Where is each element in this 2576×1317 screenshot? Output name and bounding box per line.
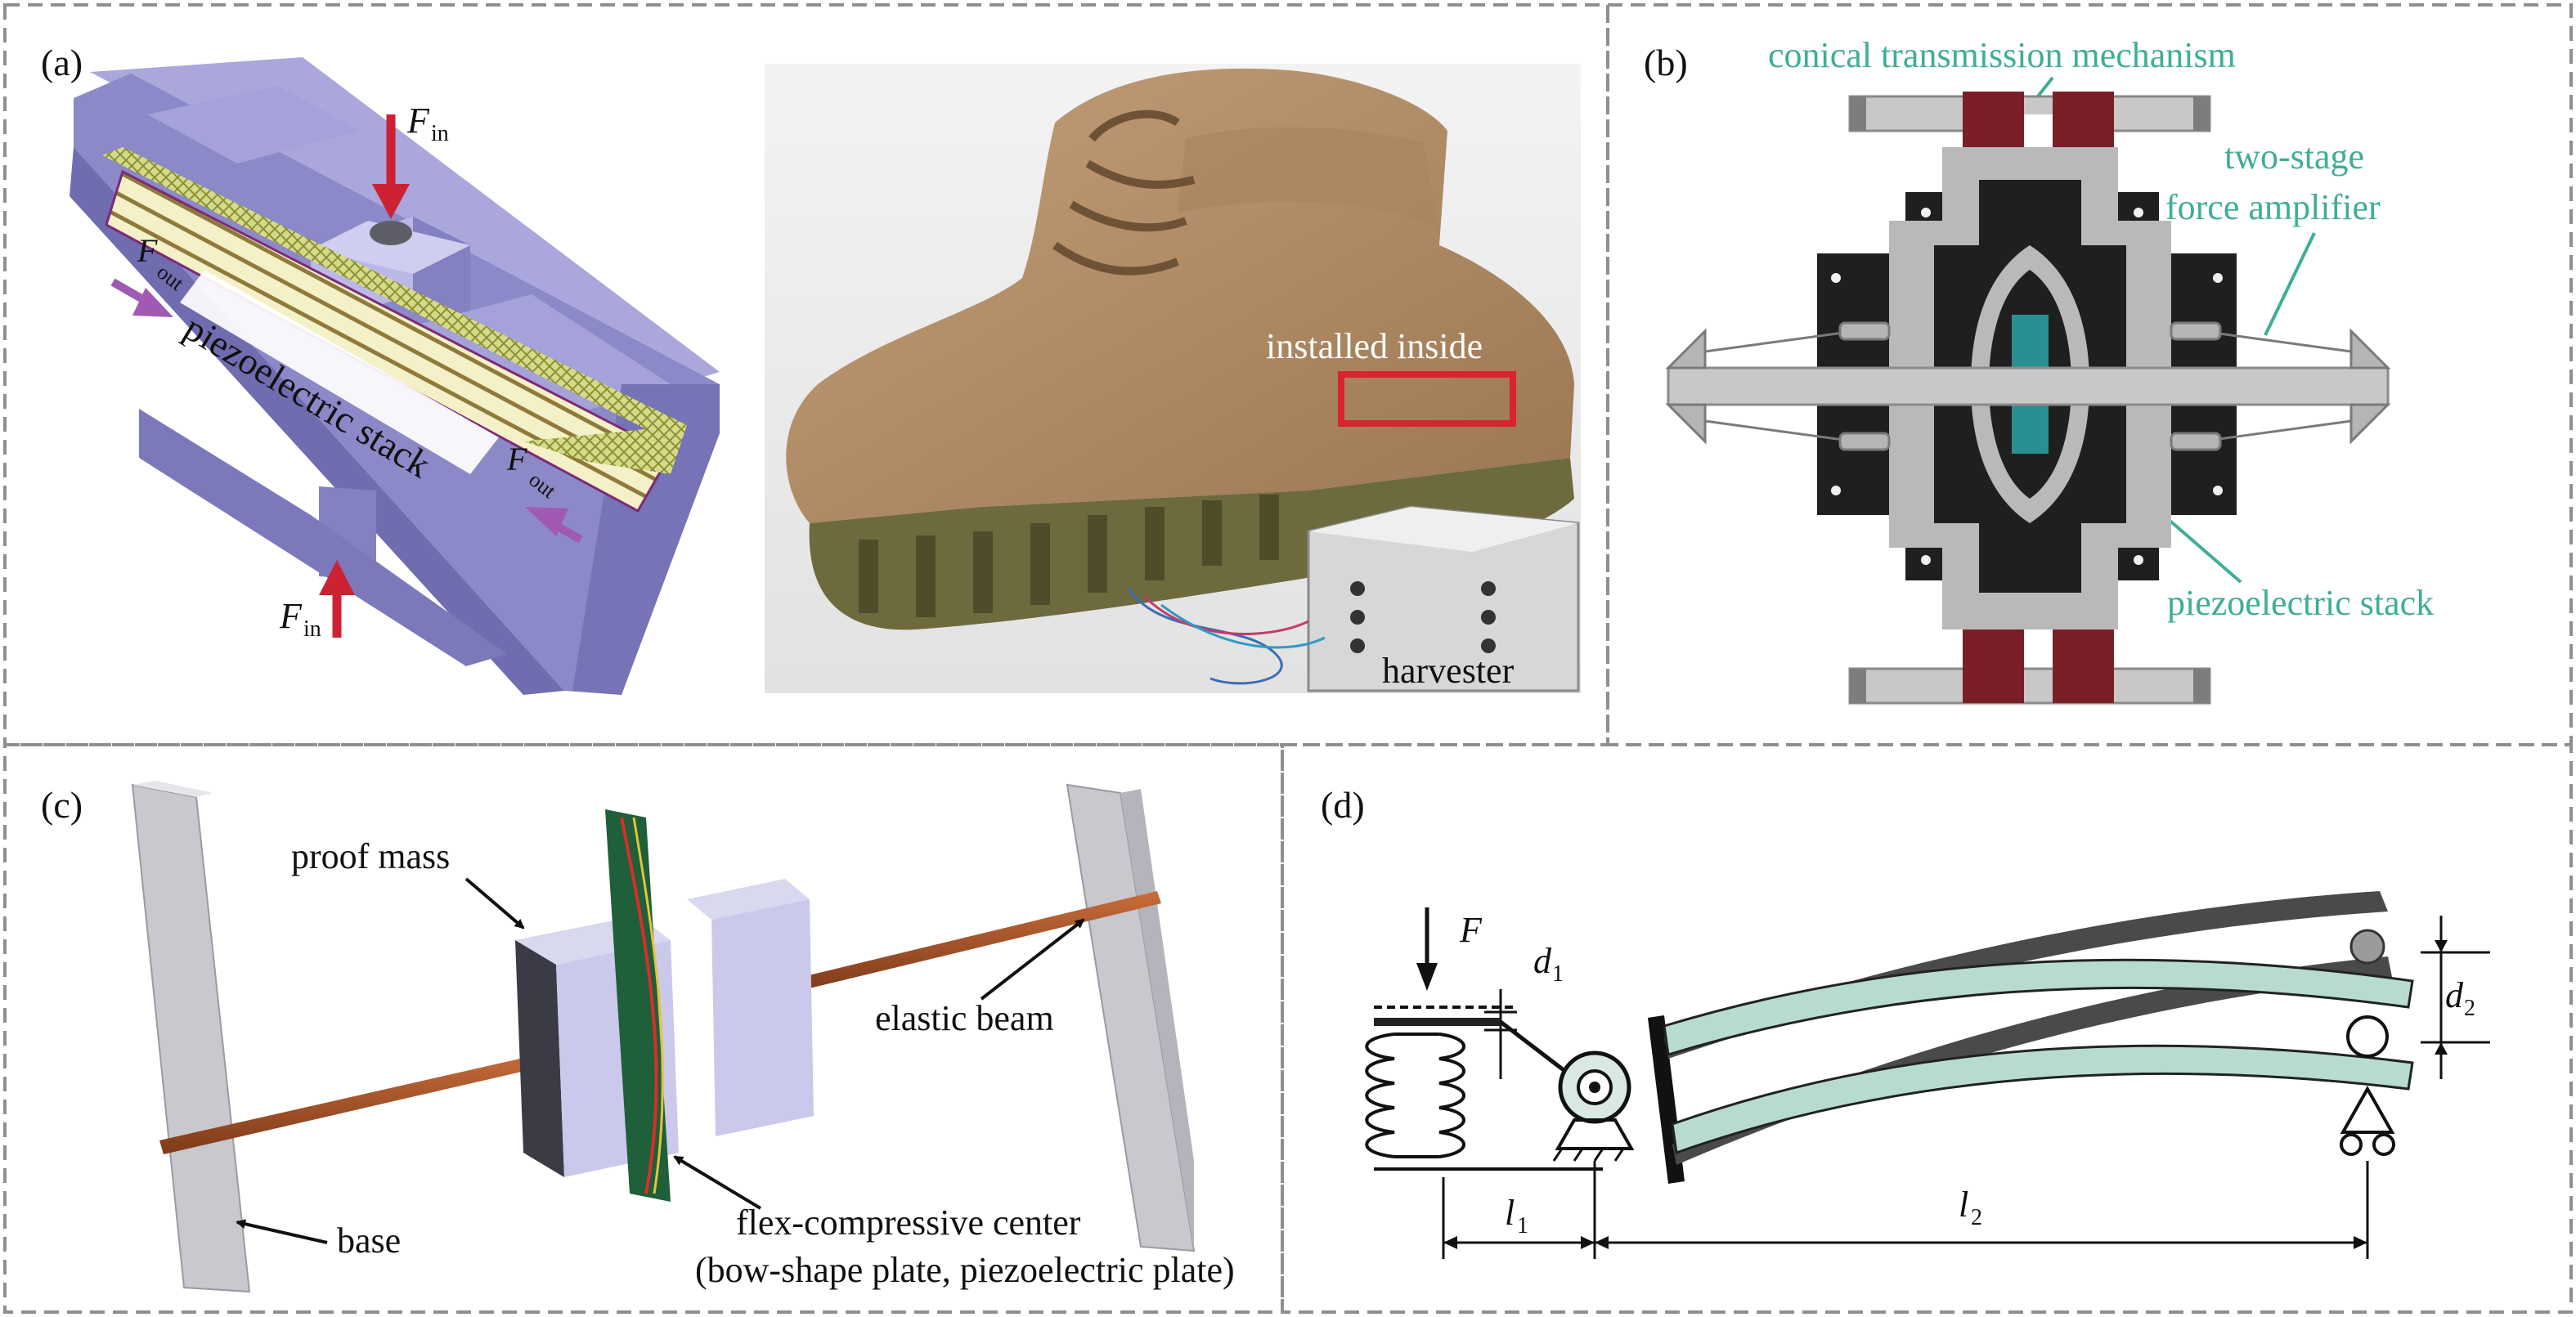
wires <box>1127 588 1326 685</box>
boot-photo: installed inside harvester <box>765 64 1581 693</box>
sole-lugs <box>859 495 1279 617</box>
f-out-right-symbol: F <box>506 441 527 477</box>
f-in-bottom-symbol: F <box>279 596 303 636</box>
installed-label: installed inside <box>1266 326 1483 366</box>
force-label: F <box>1459 910 1483 950</box>
l2-sub: 2 <box>1971 1205 1982 1230</box>
harvester-device <box>1307 505 1580 692</box>
f-out-left-arrow <box>110 278 173 317</box>
amplifier-label-1: two-stage <box>2224 137 2364 177</box>
roller-deformed <box>2349 929 2385 965</box>
base-leader <box>236 1219 328 1244</box>
base-label: base <box>337 1221 401 1261</box>
f-in-top-sub: in <box>431 121 449 146</box>
right-links <box>2170 321 2391 451</box>
panel-a: (a) piezoelectric stack <box>41 42 1581 695</box>
panel-b-label: (b) <box>1644 42 1688 83</box>
spring <box>1365 1033 1465 1158</box>
harvester-label: harvester <box>1382 651 1515 691</box>
bow-shape-plate <box>620 817 658 1194</box>
l2-symbol: l <box>1959 1185 1968 1225</box>
d2-sub: 2 <box>2464 996 2475 1021</box>
conical-bottom-right <box>2053 621 2114 703</box>
conical-bottom-left <box>1963 621 2024 703</box>
f-in-bottom-sub: in <box>303 616 321 642</box>
d1-sub: 1 <box>1552 961 1564 987</box>
bottom-rail <box>1848 667 2211 705</box>
panel-a-label: (a) <box>41 42 83 83</box>
d1-symbol: d <box>1533 941 1552 981</box>
conical-label: conical transmission mechanism <box>1768 35 2236 75</box>
elastic-beam-label: elastic beam <box>875 998 1054 1038</box>
f-in-top-arrow <box>372 114 410 219</box>
panel-c: (c) proof mass elastic beam base flex-co… <box>41 781 1235 1293</box>
d2-symbol: d <box>2445 975 2464 1015</box>
elastic-beam-leader <box>980 918 1085 1001</box>
f-in-bottom-arrow <box>319 560 355 638</box>
force-arrow-head <box>1416 963 1438 991</box>
frame-bolts <box>1831 208 2223 565</box>
leaf-top <box>1663 958 2414 1056</box>
boot-sole <box>809 458 1574 630</box>
harvester-top <box>1308 507 1578 552</box>
elastic-beam-right <box>785 891 1161 993</box>
center-leader <box>673 1155 762 1210</box>
base-left <box>131 783 251 1293</box>
f-out-left-symbol: F <box>137 232 158 269</box>
load-pin <box>370 221 412 245</box>
proof-mass-leader <box>464 877 525 930</box>
panel-d: (d) F d 1 <box>1321 784 2490 1259</box>
left-links <box>1665 321 1891 451</box>
center-label-1: flex-compressive center <box>736 1203 1081 1243</box>
cutaway-mesh <box>102 147 687 441</box>
roller <box>2346 1015 2389 1058</box>
proof-mass-right-top <box>687 879 810 920</box>
leaf-bottom <box>1671 1044 2414 1155</box>
f-out-right-arrow <box>525 507 583 544</box>
boot-laces <box>1052 110 1196 275</box>
load-plate <box>1374 1018 1501 1026</box>
l1-symbol: l <box>1505 1193 1515 1233</box>
roller-support <box>2340 1085 2395 1134</box>
piezo-stack-label: piezoelectric stack <box>2167 583 2434 623</box>
proof-mass-left-side <box>515 940 564 1177</box>
linkage <box>1499 1020 1572 1077</box>
harvester-screws <box>1350 581 1496 653</box>
installed-marker <box>1338 371 1516 427</box>
f-in-top-symbol: F <box>406 101 430 141</box>
panel-c-label: (c) <box>41 784 83 826</box>
proof-mass-right-front <box>711 899 814 1136</box>
boot-collar <box>1178 127 1439 229</box>
center-label-2: (bow-shape plate, piezoelectric plate) <box>695 1250 1235 1290</box>
frame-c <box>3 743 1284 1314</box>
amplifier-leader <box>2264 232 2316 336</box>
l1-sub: 1 <box>1517 1213 1528 1239</box>
leaf-deformed-top <box>1664 891 2388 1059</box>
stack-label-band <box>180 270 499 474</box>
proof-mass-label: proof mass <box>291 836 450 876</box>
elastic-beam-left <box>159 1050 560 1154</box>
panel-b: (b) conical transmission mechanism two-s… <box>1644 35 2434 705</box>
frame-d <box>1281 743 2573 1314</box>
amplifier-label-2: force amplifier <box>2165 187 2381 227</box>
pivot-support <box>1555 1118 1635 1150</box>
panel-d-label: (d) <box>1321 784 1365 826</box>
panel-frames <box>3 3 2573 1314</box>
cutaway-mesh-lower <box>523 425 687 474</box>
horizontal-beam <box>1667 366 2390 406</box>
